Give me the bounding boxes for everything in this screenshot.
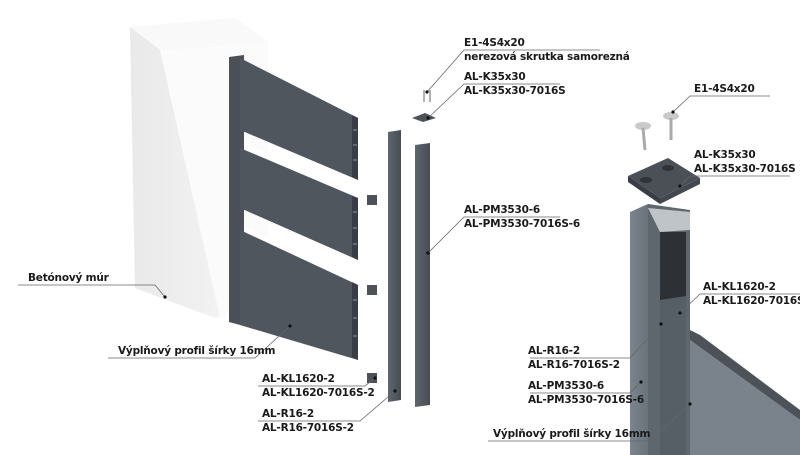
label-clip-code-detail: AL-KL1620-2 xyxy=(703,281,776,293)
label-cap-code-color: AL-K35x30-7016S xyxy=(464,85,566,97)
clips xyxy=(367,195,377,383)
post-cap-detail xyxy=(628,158,700,204)
screws-detail xyxy=(635,112,679,151)
rail-profile xyxy=(388,130,401,402)
label-post-code-color-detail: AL-PM3530-7016S-6 xyxy=(528,394,644,406)
label-cap-code: AL-K35x30 xyxy=(464,71,526,83)
label-rail-code: AL-R16-2 xyxy=(262,408,314,420)
label-fill-profile: Výplňový profil šírky 16mm xyxy=(118,345,276,357)
label-clip-code: AL-KL1620-2 xyxy=(262,373,335,385)
leader-dots xyxy=(163,90,692,406)
label-post-code-detail: AL-PM3530-6 xyxy=(528,380,605,392)
label-fill-profile-detail: Výplňový profil šírky 16mm xyxy=(493,428,651,440)
post-detail xyxy=(630,204,800,455)
label-cap-code-detail: AL-K35x30 xyxy=(694,149,756,161)
label-post-code-color: AL-PM3530-7016S-6 xyxy=(464,218,580,230)
fence-panels xyxy=(229,55,358,360)
leader-lines xyxy=(18,49,800,442)
label-screw-code-detail: E1-4S4x20 xyxy=(694,83,755,95)
label-rail-code-color: AL-R16-7016S-2 xyxy=(262,422,354,434)
label-cap-code-color-detail: AL-K35x30-7016S xyxy=(694,163,796,175)
label-post-code: AL-PM3530-6 xyxy=(464,204,541,216)
post-profile xyxy=(415,143,430,407)
label-rail-code-color-detail: AL-R16-7016S-2 xyxy=(528,359,620,371)
label-wall: Betónový múr xyxy=(28,272,109,284)
label-clip-code-color-detail: AL-KL1620-7016S-2 xyxy=(703,295,800,307)
label-screw-desc: nerezová skrutka samorezná xyxy=(464,51,630,63)
label-rail-code-detail: AL-R16-2 xyxy=(528,345,580,357)
screws xyxy=(423,90,431,102)
label-screw-code: E1-4S4x20 xyxy=(464,37,525,49)
label-clip-code-color: AL-KL1620-7016S-2 xyxy=(262,387,375,399)
post-cap xyxy=(412,113,436,122)
